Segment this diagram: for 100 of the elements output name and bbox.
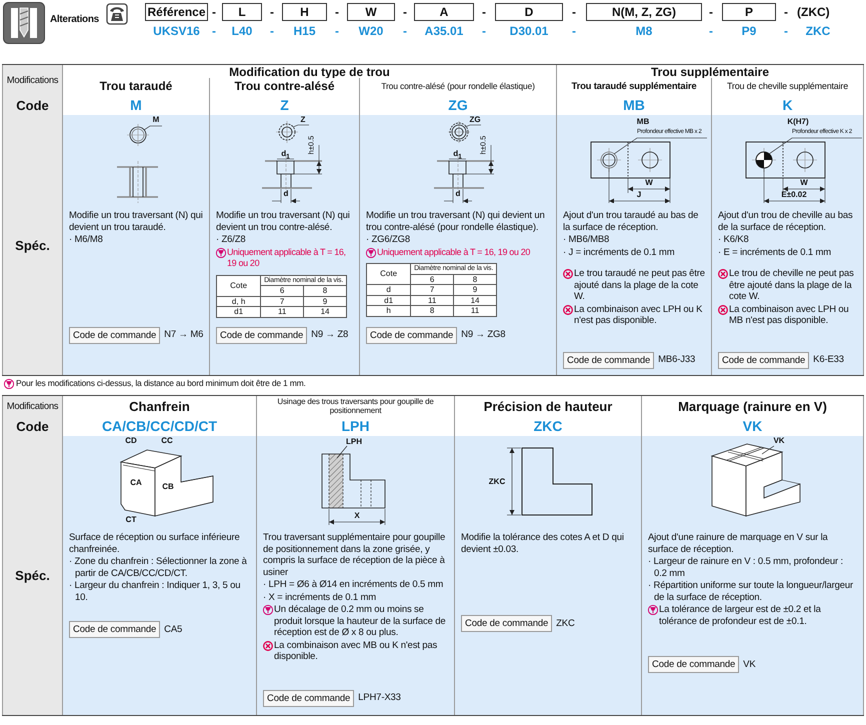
bullet-item: · K6/K8	[718, 234, 750, 246]
description: Modifie la tolérance des cotes A et D qui devient ±0.03.	[461, 532, 625, 555]
data-table	[366, 263, 497, 316]
dimension-label: CA	[130, 478, 142, 487]
bullet-item: · E = incréments de 0.1 mm	[718, 246, 832, 258]
order-code-value: VK	[743, 658, 756, 670]
separator: -	[335, 24, 339, 38]
table-cell	[712, 115, 864, 205]
separator: -	[403, 24, 407, 38]
description: Surface de réception ou surface inférieure chanfreinée.	[69, 532, 241, 555]
column-header: Trou supplémentaire	[650, 66, 770, 78]
description: Modifie un trou traversant (N) qui devient un trou contre-alésé (pour rondelle élastique).	[366, 210, 546, 233]
description: Modifie un trou traversant (N) qui devient un trou contre-alésé.	[216, 210, 351, 233]
note-text: Uniquement applicable à T = 16, 19 ou 20	[227, 246, 347, 270]
note-text: Un décalage de 0.2 mm ou moins se produit lorsque la hauteur de la surface de réception est de Ø x 8 ou plus.	[274, 604, 447, 638]
order-code-value: N9 → Z8	[311, 329, 348, 341]
table-cell	[360, 205, 557, 375]
code-value: ZG	[448, 97, 468, 113]
table-cell	[257, 436, 455, 527]
table-heading: Cote	[217, 276, 262, 296]
table-cell	[360, 115, 557, 205]
row-header: Code	[16, 418, 49, 434]
row-header: Modifications	[6, 400, 58, 412]
code-value: MB	[623, 97, 645, 113]
bullet-item: · Z6/Z8	[216, 234, 246, 246]
bullet-item: · MB6/MB8	[563, 234, 610, 246]
table-value: d	[367, 285, 412, 296]
table-cell	[210, 205, 360, 375]
code-value: CA/CB/CC/CD/CT	[102, 418, 218, 434]
dimension-label: CT	[126, 515, 136, 524]
column-subheader: Trou taraudé supplémentaire	[572, 80, 696, 93]
table-cell	[642, 416, 864, 436]
table-value: 9	[454, 285, 497, 296]
bullet-item: · X = incréments de 0.1 mm	[263, 592, 376, 603]
order-code-label: Code de commande	[563, 352, 654, 368]
separator: -	[709, 5, 713, 19]
table-cell	[63, 396, 257, 416]
footnote: Pour les modifications ci-dessus, la distance au bord minimum doit être de 1 mm.	[16, 378, 306, 388]
table-cell	[63, 115, 210, 205]
table-value: 8	[454, 274, 497, 285]
note-text: La combinaison avec MB ou K n'est pas disponible.	[274, 640, 438, 662]
table-cell	[360, 95, 557, 115]
note-text: La combinaison avec LPH ou MB n'est pas disponible.	[729, 304, 850, 326]
table-cell	[557, 95, 712, 115]
column-header: Chanfrein	[129, 398, 190, 414]
parameter-box: N(M, Z, ZG)	[586, 3, 702, 21]
dimension-label: Z	[300, 115, 306, 124]
table-cell	[455, 416, 642, 436]
table-cell	[642, 436, 864, 527]
table-value: 8	[304, 286, 347, 296]
dimension-label: CD	[125, 436, 137, 445]
parameter-box: W	[347, 3, 395, 21]
dimension-label: d$_{1}$	[281, 149, 290, 162]
note-text: La combinaison avec LPH ou K n'est pas disponible.	[574, 304, 704, 326]
row-header: Spéc.	[15, 568, 50, 583]
table-cell	[642, 527, 864, 715]
table-cell	[557, 115, 712, 205]
separator: -	[403, 5, 407, 19]
bullet-item: · J = incréments de 0.1 mm	[563, 246, 674, 258]
table-value: d1	[367, 296, 412, 306]
note-text: Uniquement applicable à T = 16, 19 ou 20	[377, 246, 530, 258]
table-cell	[642, 396, 864, 416]
order-code-label: Code de commande	[366, 326, 458, 344]
example-value: P9	[742, 24, 756, 38]
bullet-item: · Répartition uniforme sur toute la longueur/largeur de la surface de réception.	[648, 580, 854, 603]
example-value: D30.01	[510, 24, 548, 38]
table-cell	[210, 95, 360, 115]
example-value: UKSV16	[153, 24, 200, 38]
table-cell	[2, 396, 63, 416]
table-value: 14	[454, 296, 497, 306]
table-cell	[63, 205, 210, 375]
example-value: ZKC	[806, 24, 830, 38]
order-code-value: N9 → ZG8	[461, 329, 506, 341]
dimension-label: VK	[773, 436, 785, 445]
code-value: M	[130, 97, 142, 113]
separator: -	[335, 5, 339, 19]
table-cell	[2, 115, 63, 375]
table-value: 11	[411, 296, 454, 306]
table-cell	[63, 436, 257, 527]
order-code-value: K6-E33	[813, 354, 844, 366]
bullet-item: · Largeur du chanfrein : Indiquer 1, 3, 5 ou 10.	[69, 580, 242, 603]
dimension-label: W	[645, 178, 653, 187]
order-code-value: LPH7-X33	[358, 692, 401, 704]
dimension-label: E±0.02	[781, 190, 807, 199]
parameter-box: L	[222, 3, 262, 21]
separator: -	[709, 24, 713, 38]
column-subheader: Trou contre-alésé	[234, 80, 335, 93]
column-header: Modification du type de trou	[229, 66, 390, 78]
description: Ajout d'un trou taraudé au bas de la surface de réception.	[563, 210, 700, 233]
bullet-item: · M6/M8	[69, 234, 104, 246]
example-value: H15	[294, 24, 316, 38]
separator: -	[784, 5, 788, 19]
bullet-item: · LPH = Ø6 à Ø14 en incréments de 0.5 mm	[263, 579, 444, 590]
table-cell	[455, 396, 642, 416]
data-table	[216, 274, 347, 318]
table-heading: Cote	[367, 264, 412, 285]
dimension-label: MB	[636, 117, 650, 126]
note-text: La tolérance de largeur est de ±0.2 et la tolérance de profondeur est de ±0.1.	[659, 604, 822, 627]
order-code-label: Code de commande	[718, 352, 810, 368]
separator: -	[212, 5, 216, 19]
